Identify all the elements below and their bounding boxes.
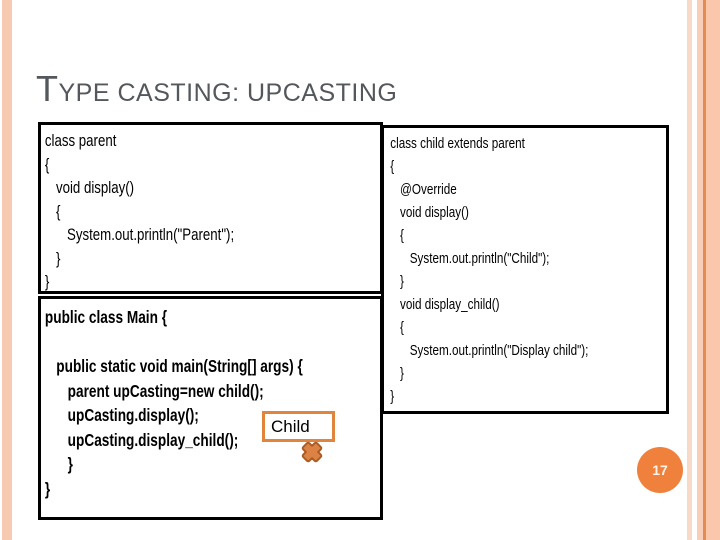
parent-code-box: class parent { void display() { System.o… [38,122,383,294]
right-edge-stripe-line [703,0,706,540]
child-code-box: class child extends parent { @Override v… [381,125,669,414]
child-callout-label: Child [271,416,310,436]
parent-code-text: class parent { void display() { System.o… [44,131,235,291]
cross-x-icon [301,441,323,463]
right-edge-stripe-1 [687,0,692,540]
main-code-box: public class Main { public static void m… [38,296,383,520]
right-edge-stripe-band [706,0,720,540]
main-code-text: public class Main { public static void m… [44,307,303,499]
page-number: 17 [652,462,668,478]
child-callout: Child [262,411,335,442]
right-edge-stripe-2 [697,0,703,540]
page-number-badge: 17 [637,447,683,493]
child-code-text: class child extends parent { @Override v… [390,135,589,405]
slide-title: TYPE CASTING: UPCASTING [36,68,398,109]
left-edge-stripe [2,0,12,540]
